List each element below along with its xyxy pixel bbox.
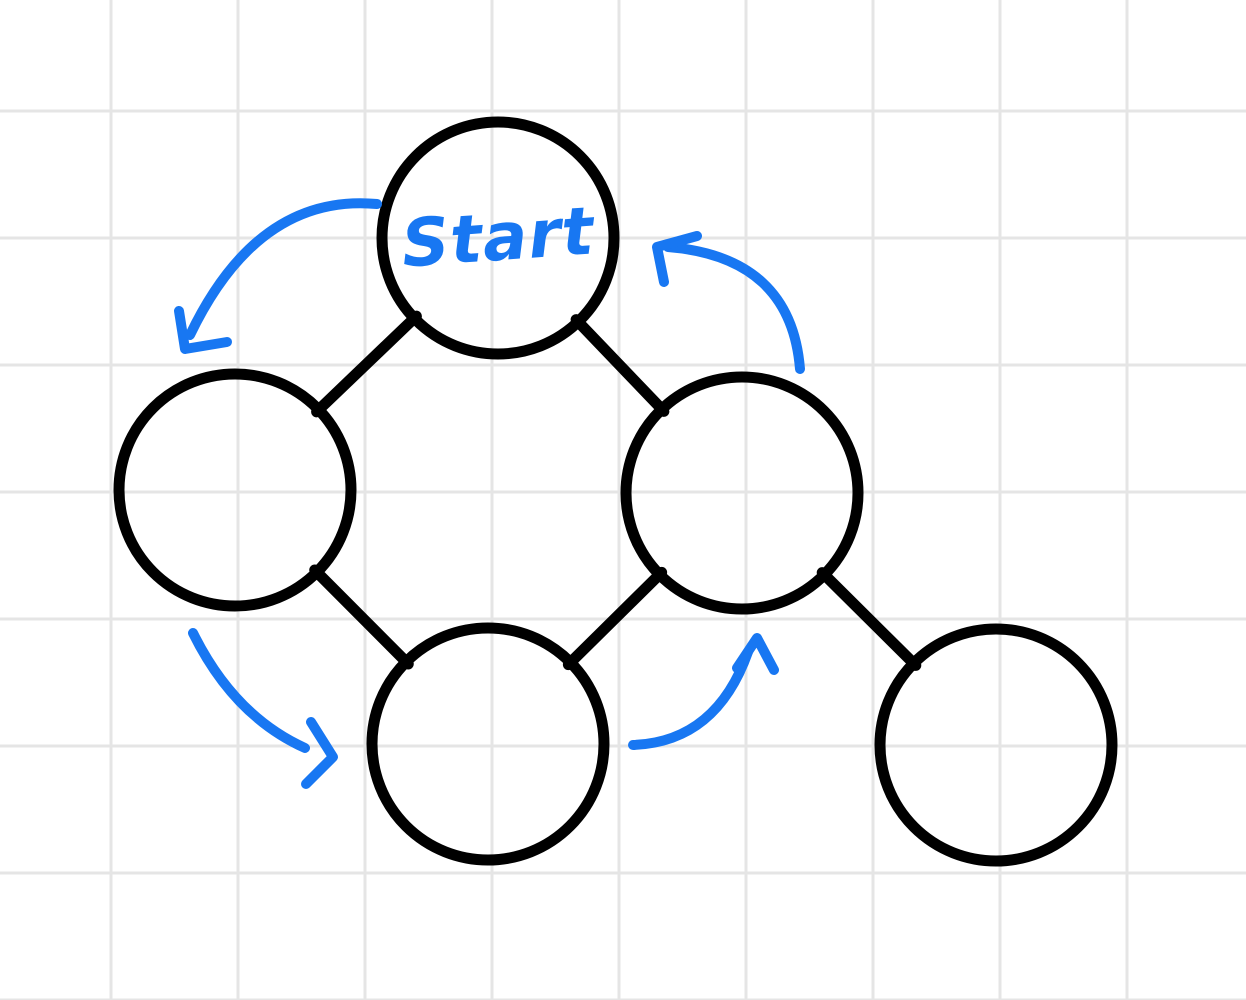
node-start[interactable] bbox=[376, 116, 620, 360]
node-bottom-right[interactable] bbox=[874, 623, 1118, 867]
arrow-bottom-to-right[interactable] bbox=[628, 647, 753, 750]
edge-left-bottom-middle[interactable] bbox=[309, 564, 414, 670]
edge-right-bottom-right[interactable] bbox=[816, 567, 922, 671]
node-left[interactable] bbox=[113, 368, 357, 612]
arrow-right-to-start[interactable] bbox=[663, 242, 805, 374]
node-right[interactable] bbox=[620, 371, 864, 615]
node-label-start[interactable]: Start bbox=[399, 192, 598, 282]
arrow-bottom-to-right-head-icon[interactable] bbox=[732, 633, 779, 675]
arrow-right-to-start-head-icon[interactable] bbox=[652, 231, 702, 287]
arrow-left-to-bottom-head-icon[interactable] bbox=[301, 717, 338, 789]
edge-start-left[interactable] bbox=[311, 310, 422, 418]
node-bottom-middle[interactable] bbox=[366, 622, 610, 866]
arrow-start-to-left[interactable] bbox=[185, 198, 382, 340]
edge-start-right[interactable] bbox=[570, 314, 670, 417]
arrow-start-to-left-head-icon[interactable] bbox=[174, 306, 232, 354]
edge-right-bottom-middle[interactable] bbox=[562, 566, 668, 671]
arrow-left-to-bottom[interactable] bbox=[188, 628, 310, 753]
